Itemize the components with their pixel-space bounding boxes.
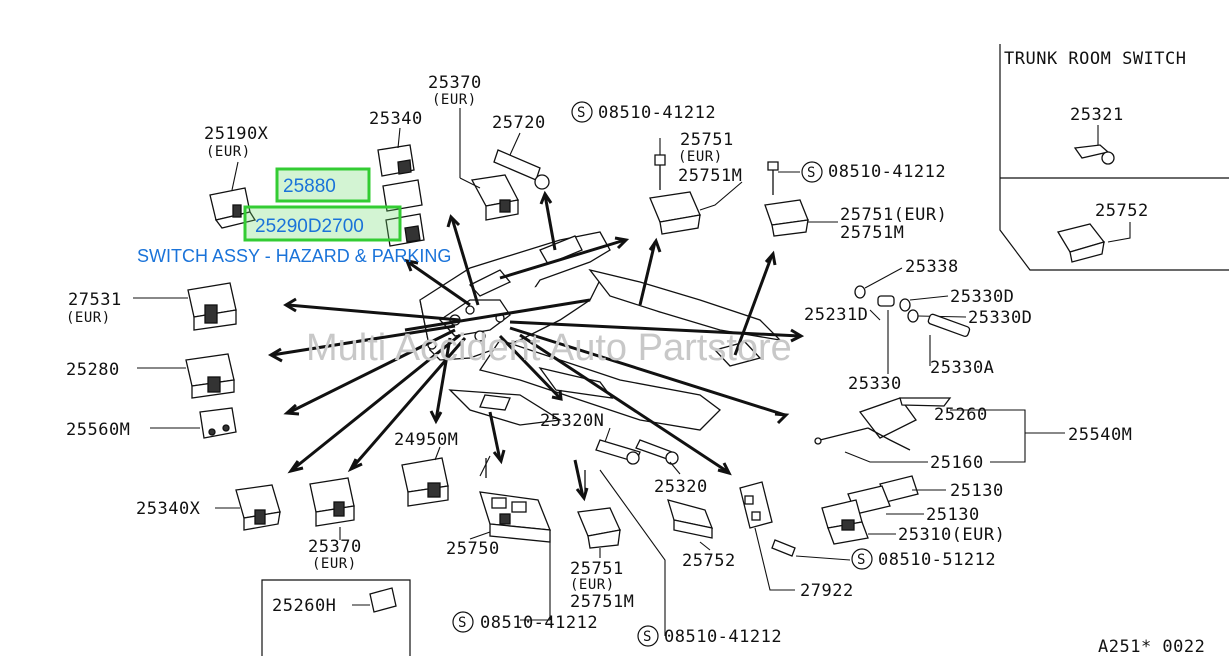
label-25751-a-eur: (EUR) xyxy=(678,149,723,165)
screw-symbol-b: S xyxy=(807,165,816,181)
label-25320n: 25320N xyxy=(540,411,604,431)
label-25751-c-eur: (EUR) xyxy=(570,577,615,593)
label-25330d-1: 25330D xyxy=(950,287,1014,307)
label-25310eur: 25310(EUR) xyxy=(898,525,1005,545)
label-25260: 25260 xyxy=(934,405,988,425)
highlight-caption[interactable]: SWITCH ASSY - HAZARD & PARKING xyxy=(137,246,451,266)
label-25320: 25320 xyxy=(654,477,708,497)
label-25280: 25280 xyxy=(66,360,120,380)
part-08510-51212-screw xyxy=(771,539,851,561)
label-08510-51212: 08510-51212 xyxy=(878,550,996,570)
label-25751-a: 25751 xyxy=(680,130,734,150)
label-25750: 25750 xyxy=(446,539,500,559)
box-25260h: 25260H xyxy=(261,579,411,656)
diagram-code: A251* 0022 xyxy=(1098,637,1205,657)
trunk-room-switch-box: TRUNK ROOM SWITCH 25321 25752 xyxy=(999,44,1229,271)
label-25370-bottom: 25370 xyxy=(308,537,362,557)
label-08510-41212-c: 08510-41212 xyxy=(480,613,598,633)
label-25370-top: 25370 xyxy=(428,73,482,93)
label-25751m-b: 25751M xyxy=(840,223,904,243)
label-25330d-2: 25330D xyxy=(968,308,1032,328)
label-25751eur-b: 25751(EUR) xyxy=(840,205,947,225)
highlight-box-25290d2700[interactable] xyxy=(243,205,402,242)
screw-symbol-e: S xyxy=(643,629,652,645)
label-25190x-eur: (EUR) xyxy=(206,144,251,160)
label-25540m: 25540M xyxy=(1068,425,1132,445)
highlight-box-25880[interactable] xyxy=(275,167,371,203)
label-25190x: 25190X xyxy=(204,124,269,144)
part-25340 xyxy=(377,127,425,247)
highlight-label-25290d2700[interactable]: 25290D2700 xyxy=(255,216,364,237)
label-25260h: 25260H xyxy=(272,596,336,616)
label-25751m-c: 25751M xyxy=(570,592,634,612)
part-25130-switches xyxy=(821,475,946,545)
label-25338: 25338 xyxy=(905,257,959,277)
part-25751-a xyxy=(649,138,743,235)
part-27922 xyxy=(739,481,795,591)
label-27531: 27531 xyxy=(68,290,122,310)
screw-symbol-d: S xyxy=(458,615,467,631)
label-25370-bottom-eur: (EUR) xyxy=(312,556,357,572)
console-assembly xyxy=(419,231,782,431)
part-25190x xyxy=(209,161,257,229)
part-25750 xyxy=(469,455,552,543)
screw-symbol-c: S xyxy=(857,552,866,568)
label-25370-top-eur: (EUR) xyxy=(432,92,477,108)
label-25130-1: 25130 xyxy=(950,481,1004,501)
screw-symbol-a: S xyxy=(577,105,586,121)
label-08510-41212-d: 08510-41212 xyxy=(664,627,782,647)
highlight-label-25880[interactable]: 25880 xyxy=(283,176,336,197)
label-25752-bottom: 25752 xyxy=(682,551,736,571)
label-25752-trunk: 25752 xyxy=(1095,201,1149,221)
part-25752-bottom xyxy=(667,499,714,551)
highlight-overlays[interactable]: 25880 25290D2700 SWITCH ASSY - HAZARD & … xyxy=(137,167,451,266)
label-25560m: 25560M xyxy=(66,420,130,440)
label-25330a: 25330A xyxy=(930,358,994,378)
part-27531 xyxy=(133,282,237,331)
label-25231d: 25231D xyxy=(804,305,868,325)
label-25751-c: 25751 xyxy=(570,559,624,579)
part-25260-combo-switch xyxy=(814,397,1065,463)
part-25751-bottom xyxy=(577,470,621,558)
part-24950m xyxy=(401,446,449,507)
part-labels: 25370 (EUR) 25340 25720 25190X (EUR) S 0… xyxy=(66,73,1205,657)
watermark: Multi Accident Auto Partstore xyxy=(306,327,792,369)
label-25751m-a: 25751M xyxy=(678,166,742,186)
part-25370-top xyxy=(459,108,519,221)
label-25321: 25321 xyxy=(1070,105,1124,125)
label-25160: 25160 xyxy=(930,453,984,473)
label-25130-2: 25130 xyxy=(926,505,980,525)
label-08510-41212-b: 08510-41212 xyxy=(828,162,946,182)
part-25320n xyxy=(595,427,681,475)
label-25340: 25340 xyxy=(369,109,423,129)
label-25340x: 25340X xyxy=(136,499,201,519)
label-27531-eur: (EUR) xyxy=(66,310,111,326)
part-25751-b xyxy=(764,161,838,237)
label-25330: 25330 xyxy=(848,374,902,394)
label-27922: 27922 xyxy=(800,581,854,601)
label-08510-41212-a: 08510-41212 xyxy=(598,103,716,123)
part-25560m xyxy=(150,407,237,439)
label-25720: 25720 xyxy=(492,113,546,133)
trunk-room-switch-title: TRUNK ROOM SWITCH xyxy=(1004,49,1187,69)
part-25720 xyxy=(493,132,550,190)
part-25330-group xyxy=(854,267,971,374)
part-25370-bottom xyxy=(309,477,355,540)
bottom-screw-leads xyxy=(520,469,666,636)
label-24950m: 24950M xyxy=(394,430,458,450)
radial-arrows xyxy=(267,190,805,502)
part-25340x xyxy=(215,484,281,531)
part-25280 xyxy=(137,353,235,399)
